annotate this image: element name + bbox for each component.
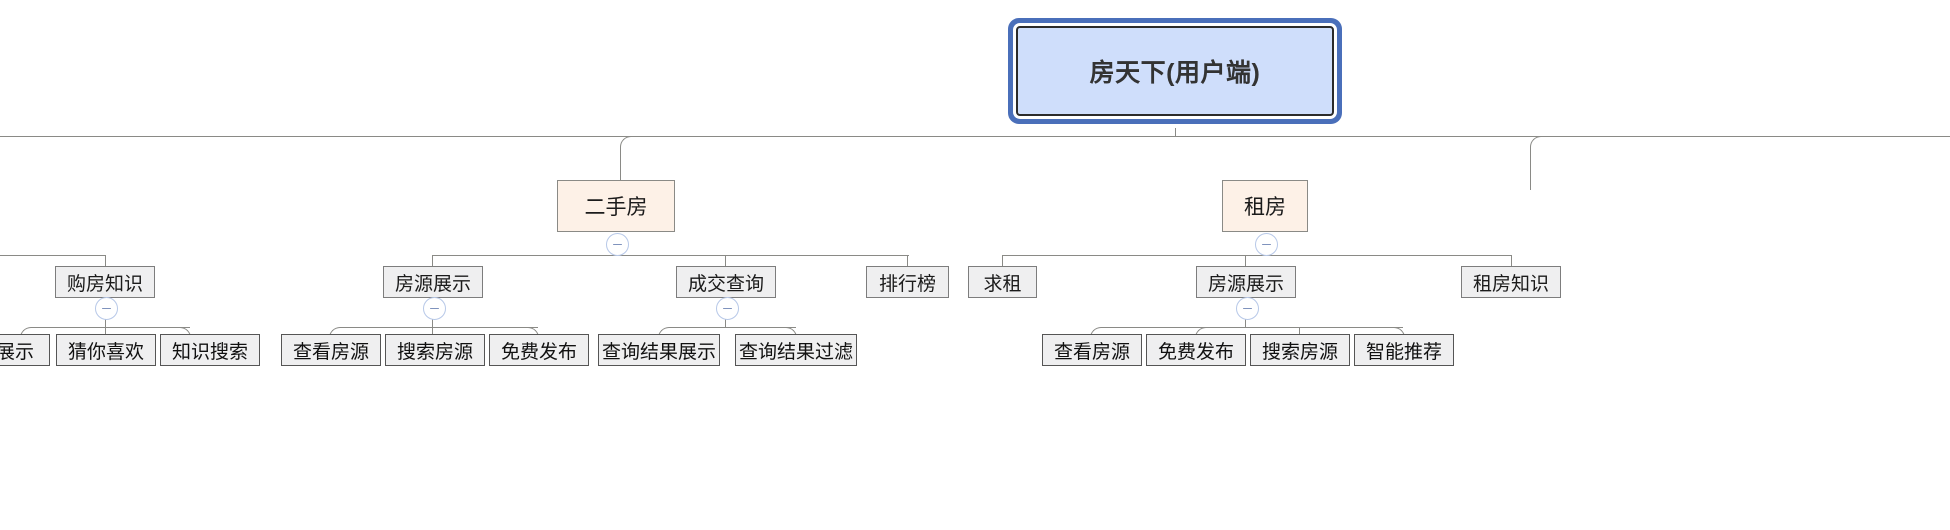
minus-glyph — [613, 243, 622, 246]
collapse-minus-icon-fangyuan-zhanshi-2[interactable] — [1236, 297, 1259, 320]
sub-label-paihangbang: 排行榜 — [878, 273, 936, 295]
category-label-zufang: 租房 — [1244, 196, 1286, 219]
leaf-label-zhanshi: 展示 — [0, 341, 34, 363]
leaf-bus-goufang-zhishi — [33, 327, 190, 328]
leaf-label-chaxun-jieguo-zhanshi: 查询结果展示 — [601, 341, 716, 363]
leaf-node-chakan-fangyuan-1[interactable]: 查看房源 — [281, 334, 381, 366]
sub-label-zufang-zhishi: 租房知识 — [1472, 273, 1549, 295]
stem-chengjiao-chaxun — [725, 255, 726, 266]
sub-node-fangyuan-zhanshi-1[interactable]: 房源展示 — [383, 266, 483, 298]
toggle-stem-goufang-zhishi — [105, 319, 106, 327]
collapse-minus-icon-ershoufang[interactable] — [606, 233, 629, 256]
leaf-label-mianfei-fabu-2: 免费发布 — [1157, 341, 1234, 363]
leaf-node-sousuo-fangyuan-2[interactable]: 搜索房源 — [1250, 334, 1350, 366]
level2-bus-ershoufang — [432, 255, 909, 256]
leaf-label-chakan-fangyuan-1: 查看房源 — [292, 341, 369, 363]
minus-glyph — [102, 307, 111, 310]
leaf-node-chaxun-jieguo-zhanshi[interactable]: 查询结果展示 — [598, 334, 720, 366]
leaf-node-cainixihuan[interactable]: 猜你喜欢 — [56, 334, 156, 366]
leaf-node-mianfei-fabu-2[interactable]: 免费发布 — [1146, 334, 1246, 366]
leaf-label-sousuo-fangyuan-1: 搜索房源 — [396, 341, 473, 363]
leaf-node-zhanshi[interactable]: 展示 — [0, 334, 50, 366]
leaf-bus-fangyuan-zhanshi-1 — [342, 327, 538, 328]
stem-qiuzu — [1002, 255, 1003, 266]
elbow-zufang — [1530, 136, 1561, 167]
category-label-ershoufang: 二手房 — [584, 196, 648, 219]
stem-ershoufang — [620, 166, 621, 190]
sub-node-zufang-zhishi[interactable]: 租房知识 — [1461, 266, 1561, 298]
stem-paihangbang — [907, 255, 908, 266]
stem-fangyuan-zhanshi-2 — [1245, 255, 1246, 266]
root-node-label: 房天下(用户端) — [1089, 59, 1261, 87]
sub-node-fangyuan-zhanshi-2[interactable]: 房源展示 — [1196, 266, 1296, 298]
collapse-minus-icon-fangyuan-zhanshi-1[interactable] — [423, 297, 446, 320]
leaf-node-zhineng-tuijian[interactable]: 智能推荐 — [1354, 334, 1454, 366]
sub-node-goufang-zhishi[interactable]: 购房知识 — [55, 266, 155, 298]
leaf-label-cainixihuan: 猜你喜欢 — [67, 341, 144, 363]
root-node[interactable]: 房天下(用户端) — [1016, 26, 1334, 116]
leaf-node-zhishi-sousuo[interactable]: 知识搜索 — [160, 334, 260, 366]
collapse-minus-icon-zufang[interactable] — [1255, 233, 1278, 256]
stem-goufang-zhishi — [105, 255, 106, 266]
sub-label-fangyuan-zhanshi-2: 房源展示 — [1207, 273, 1284, 295]
stem-fangyuan-zhanshi-1 — [432, 255, 433, 266]
sub-label-goufang-zhishi: 购房知识 — [66, 273, 143, 295]
leaf-node-mianfei-fabu-1[interactable]: 免费发布 — [489, 334, 589, 366]
leaf-label-chaxun-jieguo-guolv: 查询结果过滤 — [738, 341, 853, 363]
elbow-ershoufang — [620, 136, 651, 167]
leaf-node-chakan-fangyuan-2[interactable]: 查看房源 — [1042, 334, 1142, 366]
toggle-stem-fangyuan-zhanshi-1 — [432, 319, 433, 327]
leaf-bus-chengjiao-chaxun — [671, 327, 796, 328]
sub-label-qiuzu: 求租 — [983, 273, 1022, 295]
category-node-zufang[interactable]: 租房 — [1222, 180, 1308, 232]
stem-zufang — [1530, 166, 1531, 190]
minus-glyph — [1243, 307, 1252, 310]
leaf-label-zhishi-sousuo: 知识搜索 — [171, 341, 248, 363]
sub-node-paihangbang[interactable]: 排行榜 — [866, 266, 949, 298]
level2-bus-zufang — [1002, 255, 1512, 256]
leaf-label-chakan-fangyuan-2: 查看房源 — [1053, 341, 1130, 363]
leaf-label-mianfei-fabu-1: 免费发布 — [500, 341, 577, 363]
toggle-stem-fangyuan-zhanshi-2 — [1245, 319, 1246, 327]
minus-glyph — [1262, 243, 1271, 246]
level2-bus-left-clipped — [0, 255, 106, 256]
level1-bus — [0, 136, 1950, 137]
leaf-node-chaxun-jieguo-guolv[interactable]: 查询结果过滤 — [735, 334, 857, 366]
minus-glyph — [723, 307, 732, 310]
sub-node-qiuzu[interactable]: 求租 — [968, 266, 1037, 298]
sub-label-chengjiao-chaxun: 成交查询 — [687, 273, 764, 295]
stem-zufang-zhishi — [1511, 255, 1512, 266]
leaf-label-sousuo-fangyuan-2: 搜索房源 — [1261, 341, 1338, 363]
minus-glyph — [430, 307, 439, 310]
collapse-minus-icon-goufang-zhishi[interactable] — [95, 297, 118, 320]
leaf-bus-fangyuan-zhanshi-2 — [1103, 327, 1403, 328]
collapse-minus-icon-chengjiao-chaxun[interactable] — [716, 297, 739, 320]
sub-node-chengjiao-chaxun[interactable]: 成交查询 — [676, 266, 776, 298]
category-node-ershoufang[interactable]: 二手房 — [557, 180, 675, 232]
sub-label-fangyuan-zhanshi-1: 房源展示 — [394, 273, 471, 295]
root-stem — [1175, 128, 1176, 136]
leaf-label-zhineng-tuijian: 智能推荐 — [1365, 341, 1442, 363]
leaf-node-sousuo-fangyuan-1[interactable]: 搜索房源 — [385, 334, 485, 366]
toggle-stem-chengjiao-chaxun — [725, 319, 726, 327]
